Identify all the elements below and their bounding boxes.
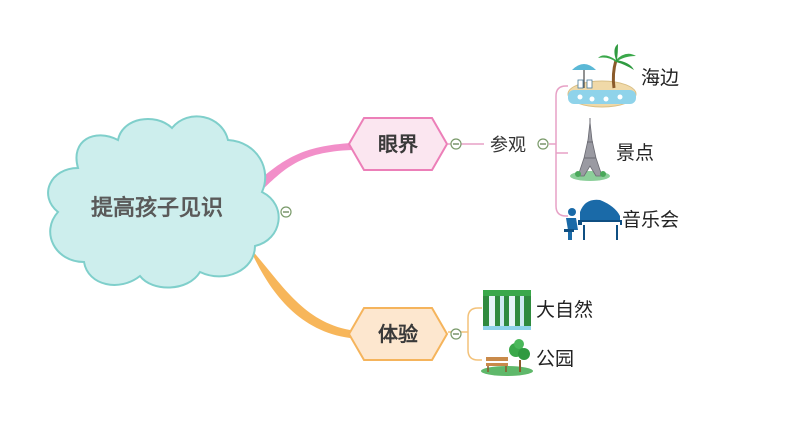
leaf-jingdian-label: 景点 [616,142,654,164]
root-label: 提高孩子见识 [91,195,223,221]
leaf-yinyuehui[interactable]: 音乐会 [564,200,679,240]
leaf-gongyuan-label: 公园 [536,348,574,370]
connector-root-to-yanjie [250,143,352,194]
subtopic-canguan[interactable]: 参观 [490,135,526,156]
leaf-jingdian[interactable]: 景点 [570,118,654,181]
branch-tiyan-label: 体验 [378,322,418,346]
subtopic-canguan-label: 参观 [490,135,526,156]
root-node[interactable]: 提高孩子见识 [48,116,279,287]
yanjie-collapse-toggle[interactable] [451,139,461,149]
leaf-haibian[interactable]: 海边 [568,44,679,107]
beach-icon [568,44,636,107]
leaf-gongyuan[interactable]: 公园 [481,339,574,376]
eiffel-tower-icon [570,118,610,181]
branch-node-yanjie[interactable]: 眼界 [349,118,447,170]
connector-canguan-to-leaves [549,86,568,216]
leaf-haibian-label: 海边 [641,67,679,89]
root-collapse-toggle[interactable] [281,207,291,217]
branch-node-tiyan[interactable]: 体验 [349,308,447,360]
leaf-daziran[interactable]: 大自然 [483,290,593,330]
waterfall-icon [483,290,531,330]
branch-yanjie-label: 眼界 [378,132,418,156]
tiyan-collapse-toggle[interactable] [451,329,461,339]
leaf-daziran-label: 大自然 [536,299,593,321]
park-bench-icon [481,339,533,376]
canguan-collapse-toggle[interactable] [538,139,548,149]
piano-icon [564,200,622,240]
leaf-yinyuehui-label: 音乐会 [622,209,679,231]
